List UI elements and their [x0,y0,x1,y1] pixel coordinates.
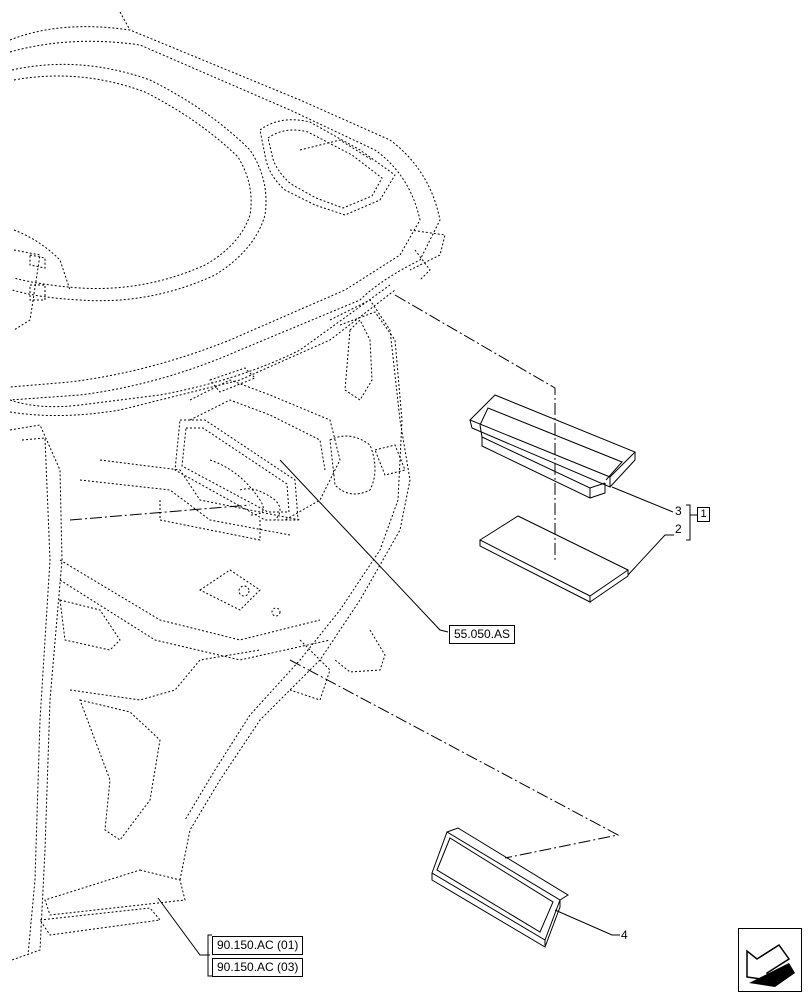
item-bracket [686,504,698,541]
filter-housing [174,419,299,617]
filter-tray [469,394,636,499]
next-page-button[interactable] [738,928,802,992]
cab-roof [9,11,446,417]
center-lines [69,294,620,859]
leader-lines [157,459,674,956]
ref-bracket [207,934,212,977]
filter-element [431,827,569,948]
callout-item-2: 2 [675,522,682,536]
assembly-ref-button[interactable]: 55.050.AS [449,625,516,644]
cab-ref-button-01[interactable]: 90.150.AC (01) [212,936,304,955]
cab-ref-button-03[interactable]: 90.150.AC (03) [212,958,304,977]
filter-pad [478,515,629,603]
cab-frame [9,299,411,961]
callout-item-1: 1 [697,507,710,522]
callout-item-4: 4 [621,928,628,942]
callout-item-3: 3 [675,504,682,518]
next-page-arrow-icon [746,943,795,987]
